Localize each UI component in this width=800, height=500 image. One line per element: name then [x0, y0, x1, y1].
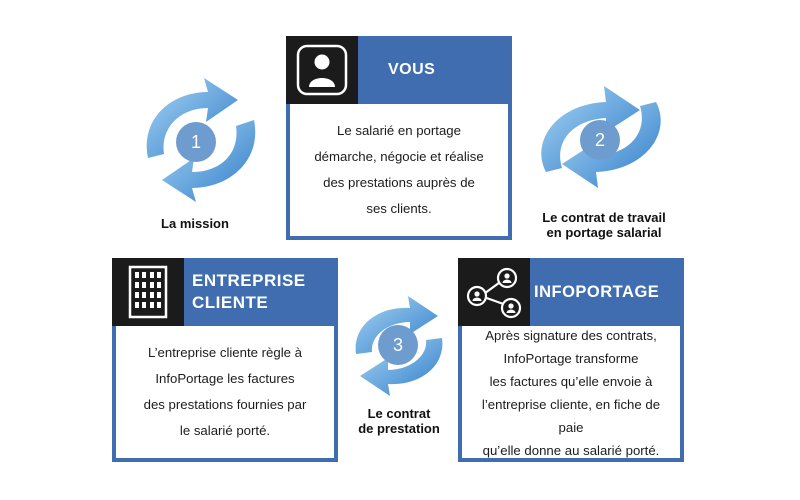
entreprise-line-4: le salarié porté.: [179, 423, 271, 438]
entreprise-line-1: L’entreprise cliente règle à: [148, 345, 302, 360]
step-2-caption-line-2: en portage salarial: [546, 225, 662, 240]
step-3-caption-line-1: Le contrat: [367, 406, 431, 421]
step-1-caption: La mission: [140, 216, 250, 231]
entreprise-description: L’entreprise cliente règle à InfoPortage…: [116, 326, 334, 458]
infoportage-title: INFOPORTAGE: [530, 258, 684, 326]
vous-title-text: VOUS: [388, 61, 436, 78]
infoportage-box: INFOPORTAGE Après signature des contrats…: [458, 258, 684, 462]
entreprise-title-line-2: CLIENTE: [192, 293, 269, 312]
infoportage-line-4: l’entreprise cliente, en fiche de paie: [481, 397, 661, 435]
infoportage-header: INFOPORTAGE: [458, 258, 684, 326]
vous-line-1: Le salarié en portage: [337, 123, 461, 138]
network-icon: [466, 267, 522, 319]
infoportage-line-3: les factures qu’elle envoie à: [489, 374, 653, 389]
vous-title: VOUS: [358, 36, 512, 104]
infoportage-line-1: Après signature des contrats,: [485, 328, 657, 343]
vous-line-4: ses clients.: [366, 201, 432, 216]
cycle-arrows-icon-3: [355, 296, 443, 396]
step-3-caption: Le contrat de prestation: [344, 406, 454, 436]
step-2-caption-line-1: Le contrat de travail: [542, 210, 666, 225]
vous-header: VOUS: [286, 36, 512, 104]
vous-description: Le salarié en portage démarche, négocie …: [290, 104, 508, 236]
step-3-caption-line-2: de prestation: [358, 421, 440, 436]
step-3-number: 3: [378, 325, 418, 365]
cycle-arrows-icon-1: [146, 78, 256, 202]
vous-box: VOUS Le salarié en portage démarche, nég…: [286, 36, 512, 240]
infoportage-line-5: qu’elle donne au salarié porté.: [482, 443, 660, 458]
entreprise-line-3: des prestations fournies par: [143, 397, 307, 412]
vous-icon-cell: [286, 36, 358, 104]
infoportage-title-text: INFOPORTAGE: [534, 282, 660, 301]
step-2-caption: Le contrat de travail en portage salaria…: [524, 210, 684, 240]
cycle-arrows-icon-2: [541, 86, 661, 188]
infoportage-line-2: InfoPortage transforme: [503, 351, 639, 366]
person-icon: [296, 44, 348, 96]
entreprise-title: ENTREPRISE CLIENTE: [184, 258, 338, 326]
entreprise-header: ENTREPRISE CLIENTE: [112, 258, 338, 326]
infoportage-description: Après signature des contrats, InfoPortag…: [462, 326, 680, 458]
entreprise-icon-cell: [112, 258, 184, 326]
entreprise-line-2: InfoPortage les factures: [155, 371, 295, 386]
step-1-caption-line-1: La mission: [161, 216, 229, 231]
infoportage-icon-cell: [458, 258, 530, 326]
building-icon: [128, 265, 168, 319]
vous-line-2: démarche, négocie et réalise: [314, 149, 484, 164]
entreprise-box: ENTREPRISE CLIENTE L’entreprise cliente …: [112, 258, 338, 462]
step-1-number: 1: [176, 122, 216, 162]
step-2-number: 2: [580, 120, 620, 160]
entreprise-title-line-1: ENTREPRISE: [192, 271, 306, 290]
vous-line-3: des prestations auprès de: [323, 175, 475, 190]
